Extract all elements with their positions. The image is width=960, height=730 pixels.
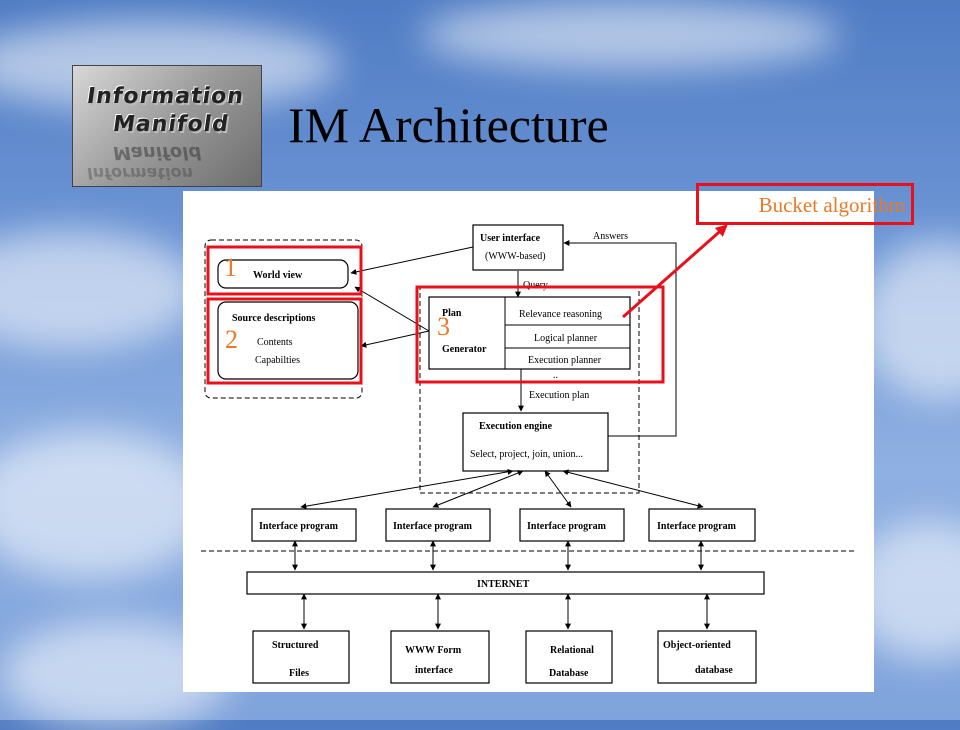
interface-program-box bbox=[251, 508, 357, 542]
engine-interface-arrow bbox=[300, 468, 514, 510]
answers-label: Answers bbox=[593, 231, 628, 242]
highlight-number: 2 bbox=[225, 325, 238, 354]
source-descriptions-title: Source descriptions bbox=[232, 313, 316, 324]
answers-arrow bbox=[563, 240, 677, 437]
plan-generator-label: Plan bbox=[442, 308, 462, 319]
diagram-svg: User interface (WWW-based) Answers Query… bbox=[201, 224, 857, 684]
interface-program-label: Interface program bbox=[527, 521, 607, 532]
world-view-box bbox=[217, 259, 349, 289]
callout-label: Bucket algorithm bbox=[758, 193, 905, 217]
bucket-algorithm-callout: Bucket algorithm bbox=[696, 183, 914, 225]
source-descriptions-item: Contents bbox=[257, 337, 293, 348]
internet-label: INTERNET bbox=[477, 579, 530, 590]
execution-engine-box bbox=[462, 412, 609, 472]
interface-program-label: Interface program bbox=[657, 521, 737, 532]
source-label: database bbox=[695, 665, 733, 676]
world-view-label: World view bbox=[253, 270, 303, 281]
source-box bbox=[657, 630, 757, 684]
execution-engine-sub: Select, project, join, union... bbox=[470, 449, 583, 460]
source-label: Relational bbox=[550, 645, 594, 656]
interface-program-label: Interface program bbox=[259, 521, 339, 532]
internet-bar bbox=[246, 571, 765, 595]
highlight-number: 3 bbox=[437, 312, 450, 341]
slide-title: IM Architecture bbox=[288, 97, 609, 153]
source-box bbox=[252, 630, 350, 684]
callout-connector bbox=[622, 224, 728, 319]
source-label: Files bbox=[289, 668, 309, 679]
plan-ellipsis: .. bbox=[553, 370, 558, 381]
plan-module-logical: Logical planner bbox=[534, 333, 598, 344]
source-box bbox=[525, 630, 613, 684]
plan-module-relevance: Relevance reasoning bbox=[519, 309, 602, 320]
information-manifold-logo: Information Manifold Manifold Informatio… bbox=[72, 65, 262, 187]
user-interface-title: User interface bbox=[480, 233, 541, 244]
highlight-number: 1 bbox=[224, 253, 237, 282]
execution-plan-label: Execution plan bbox=[529, 390, 589, 401]
ui-to-worldview-arrow bbox=[350, 246, 474, 275]
planner-to-sources-arrow bbox=[360, 330, 430, 348]
source-descriptions-item: Capabilties bbox=[255, 355, 300, 366]
architecture-diagram: User interface (WWW-based) Answers Query… bbox=[183, 191, 874, 692]
plan-generator-box bbox=[428, 296, 631, 370]
source-descriptions-box bbox=[217, 301, 359, 380]
engine-interface-arrow bbox=[544, 470, 572, 508]
user-interface-sub: (WWW-based) bbox=[485, 251, 546, 262]
source-label: interface bbox=[415, 665, 453, 676]
logo-line2: Manifold bbox=[111, 112, 231, 137]
logo-reflection: Information bbox=[85, 164, 195, 183]
engine-interface-arrow bbox=[432, 470, 524, 508]
interface-program-box bbox=[385, 508, 491, 542]
logo-reflection: Manifold bbox=[111, 142, 203, 163]
source-box bbox=[390, 630, 490, 684]
interface-program-box bbox=[648, 508, 756, 542]
source-label: Structured bbox=[272, 640, 319, 651]
execution-engine-title: Execution engine bbox=[479, 421, 553, 432]
logo-line1: Information bbox=[85, 84, 246, 109]
interface-program-label: Interface program bbox=[393, 521, 473, 532]
interface-program-box bbox=[519, 508, 625, 542]
engine-interface-arrow bbox=[562, 469, 704, 509]
plan-generator-label: Generator bbox=[442, 344, 487, 355]
highlight-box-1 bbox=[206, 245, 363, 296]
plan-module-execution: Execution planner bbox=[528, 355, 602, 366]
user-interface-box bbox=[472, 224, 564, 271]
source-label: Object-oriented bbox=[663, 640, 731, 651]
source-label: WWW Form bbox=[405, 645, 462, 656]
highlight-box-2 bbox=[206, 297, 363, 385]
highlight-box-3 bbox=[415, 285, 665, 384]
planner-group-border bbox=[419, 285, 640, 494]
source-label: Database bbox=[549, 668, 589, 679]
